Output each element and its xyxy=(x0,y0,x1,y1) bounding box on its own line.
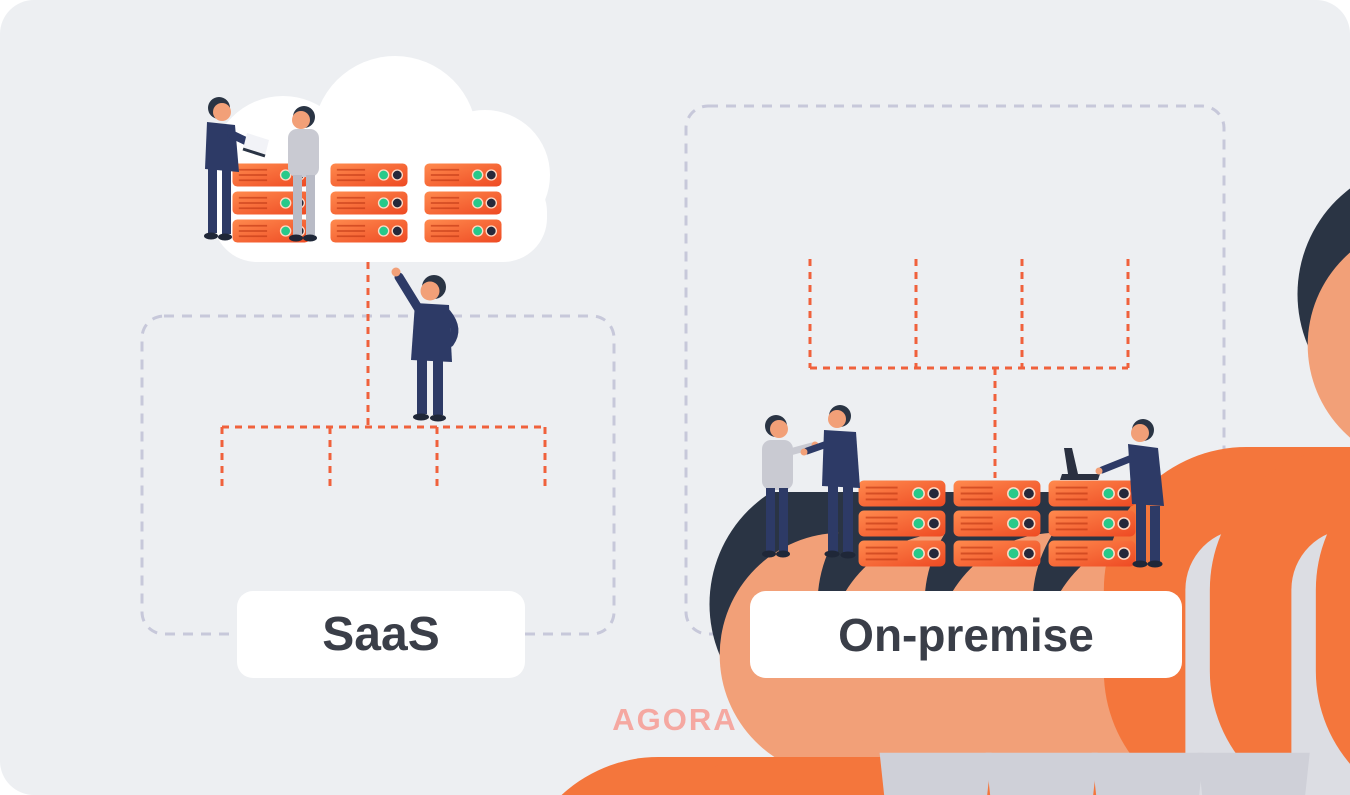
server-unit xyxy=(424,163,502,187)
saas-dashed-border xyxy=(140,314,616,636)
server-unit xyxy=(1048,510,1136,537)
server-unit xyxy=(424,219,502,243)
server-unit xyxy=(953,510,1041,537)
server-stack xyxy=(330,163,408,243)
server-unit xyxy=(1048,540,1136,567)
cloud-server-stacks xyxy=(232,163,502,243)
onprem-label: On-premise xyxy=(750,591,1182,678)
saas-label: SaaS xyxy=(237,591,525,678)
server-unit xyxy=(1048,480,1136,507)
server-unit xyxy=(330,163,408,187)
server-stack xyxy=(858,480,946,567)
server-unit xyxy=(953,540,1041,567)
onprem-person-typing xyxy=(1060,419,1164,568)
server-unit xyxy=(953,480,1041,507)
server-stack xyxy=(1048,480,1136,567)
server-stack xyxy=(424,163,502,243)
server-unit xyxy=(858,510,946,537)
onprem-connector-lines xyxy=(808,259,1130,478)
onprem-person-navy xyxy=(800,405,860,559)
server-unit xyxy=(858,540,946,567)
onprem-person-gray xyxy=(762,415,819,558)
server-unit xyxy=(330,191,408,215)
cloud-person-gray xyxy=(288,106,319,242)
server-unit xyxy=(330,219,408,243)
cloud-person-navy xyxy=(204,97,269,241)
pointing-person xyxy=(391,267,459,422)
server-unit xyxy=(424,191,502,215)
agora-logo: AGORA xyxy=(612,702,738,737)
server-stack xyxy=(953,480,1041,567)
server-unit xyxy=(858,480,946,507)
onprem-server-stacks xyxy=(858,480,1136,567)
saas-connector-lines xyxy=(220,262,547,489)
